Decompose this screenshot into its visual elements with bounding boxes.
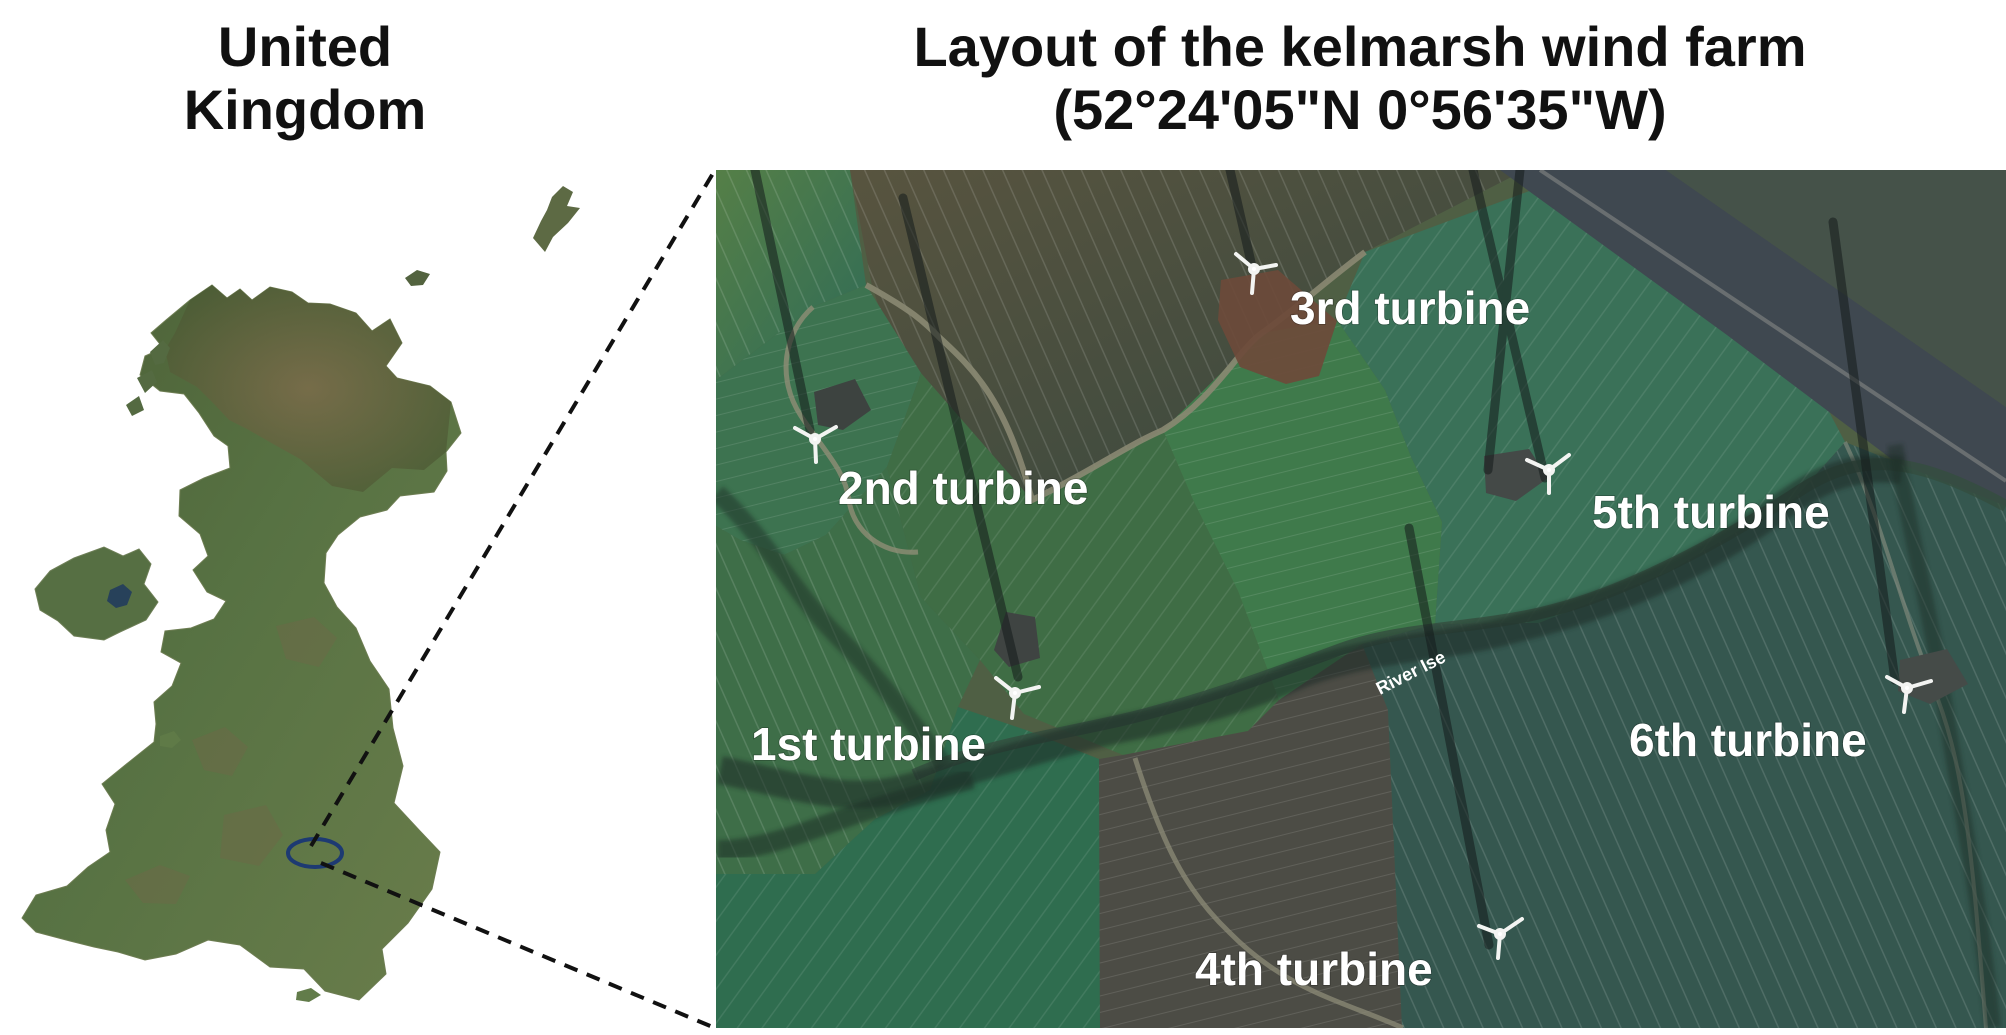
- scotland-highlands-shade: [165, 285, 451, 492]
- turbine-access-loop: [783, 305, 919, 555]
- anglesey: [160, 731, 181, 748]
- western-hedgerow: [716, 486, 952, 771]
- river-tree-line: [717, 454, 1904, 809]
- turbine-icons: [793, 252, 1933, 960]
- southern-hedgerow: [717, 769, 975, 861]
- uk-panel-title: United Kingdom: [90, 15, 520, 141]
- turbine-six-pad: [1898, 649, 1968, 704]
- uk-title-line-1: United: [217, 15, 393, 78]
- turbine-3-icon: [1234, 252, 1278, 295]
- turbine-1-icon: [994, 676, 1041, 720]
- center-field-texture: [887, 373, 1279, 755]
- wind-farm-coordinates: (52°24'05"N 0°56'35"W): [1053, 77, 1667, 141]
- turbine-label-3: 3rd turbine: [1290, 282, 1530, 334]
- wind-farm-satellite-map: 1st turbine 2nd turbine 3rd turbine 4th …: [716, 170, 2006, 1028]
- turbine-2-icon: [793, 425, 838, 464]
- orkney-islands: [405, 270, 430, 286]
- south-access-track: [1132, 757, 1405, 1028]
- northern-ireland-landmass: [34, 546, 159, 641]
- east-field: [1666, 170, 2006, 407]
- highway-strip: [1500, 170, 2006, 506]
- isle-of-wight: [296, 988, 321, 1002]
- top-zoom-connector: [309, 168, 717, 848]
- turbine-label-2: 2nd turbine: [838, 462, 1088, 514]
- southeast-field-texture: [1362, 442, 2006, 1028]
- uk-terrain-brown-patches: [125, 617, 337, 904]
- northwest-field-texture: [716, 170, 866, 380]
- turbine-label-5: 5th turbine: [1592, 486, 1830, 538]
- turbine-label-1: 1st turbine: [751, 718, 986, 770]
- turbine-shadows: [750, 170, 1900, 950]
- turbine-4-icon: [1477, 917, 1524, 960]
- east-hedgerow: [1887, 443, 2001, 1028]
- turbine-three-pad: [1218, 270, 1337, 384]
- turbine-5-icon: [1525, 453, 1571, 495]
- wind-farm-title-line-1: Layout of the kelmarsh wind farm: [913, 15, 1807, 78]
- western-isles: [126, 340, 170, 416]
- north-center-field-texture: [850, 170, 1525, 500]
- turbine-two-pad: [814, 379, 871, 430]
- zoom-connector-lines: [309, 168, 717, 1030]
- uk-title-line-2: Kingdom: [183, 77, 427, 141]
- shetland-islands: [533, 186, 580, 252]
- united-kingdom-map: [21, 186, 580, 1002]
- turbine-6-icon: [1885, 675, 1933, 714]
- wind-farm-title: Layout of the kelmarsh wind farm (52°24'…: [860, 15, 1860, 141]
- river-center-field-texture: [1163, 320, 1442, 700]
- south-brown-field-texture: [1099, 644, 1402, 1028]
- south-green-field-texture: [716, 707, 1100, 1028]
- turbine-label-6: 6th turbine: [1629, 714, 1867, 766]
- lough-neagh-water: [107, 584, 132, 608]
- turbine-label-4: 4th turbine: [1195, 943, 1433, 995]
- highway-lane: [1538, 170, 2006, 483]
